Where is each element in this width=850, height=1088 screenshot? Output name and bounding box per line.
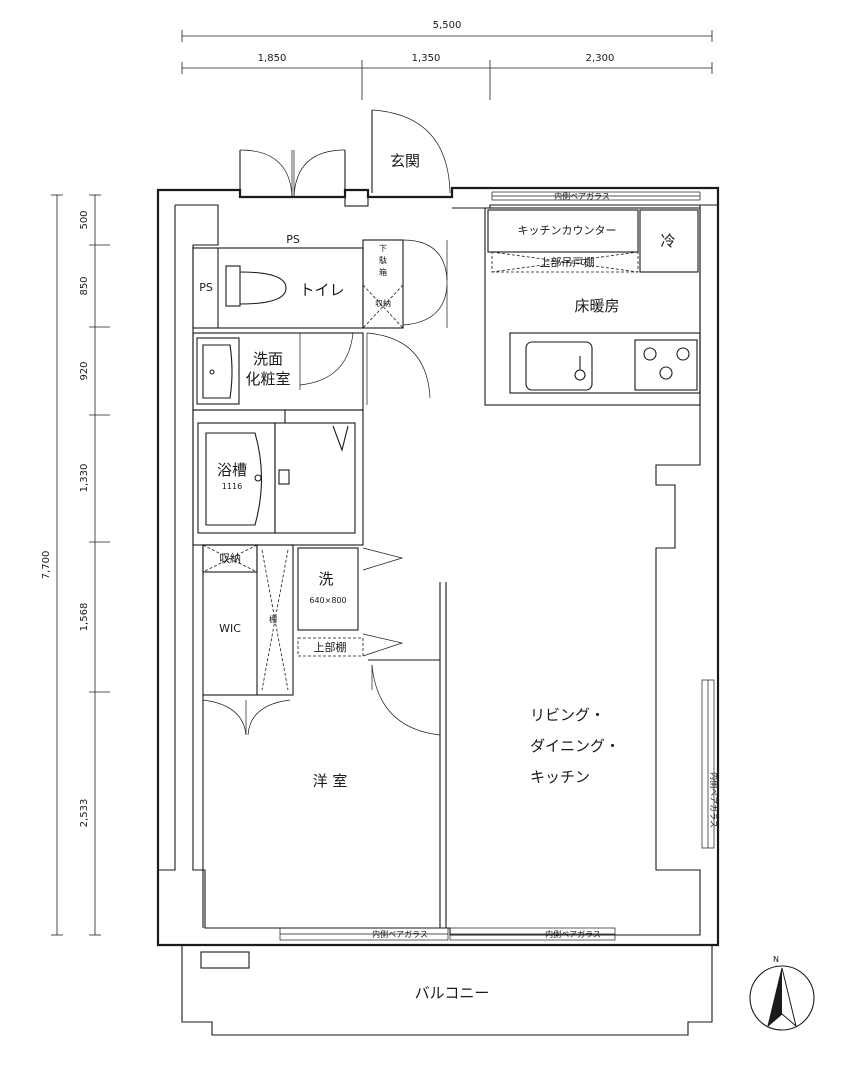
label-ldk-1: リビング・ xyxy=(530,706,605,724)
label-glass-top: 内側ペアガラス xyxy=(554,191,610,201)
dim-left-seg-3: 920 xyxy=(79,361,90,380)
right-window: 内側ペアガラス xyxy=(701,679,719,849)
compass-north-label: N xyxy=(773,955,779,964)
label-upper-shelf: 上部棚 xyxy=(314,640,347,654)
label-shoebox-1: 下 xyxy=(379,244,387,253)
toilet-area: PS PS トイレ 下 駄 箱 収納 xyxy=(192,233,448,329)
label-shoebox-2: 駄 xyxy=(379,255,387,265)
dim-top-seg-1: 1,850 xyxy=(258,53,287,64)
compass-icon: N xyxy=(749,955,815,1031)
dim-top-seg-2: 1,350 xyxy=(412,53,441,64)
label-ldk-2: ダイニング・ xyxy=(530,737,620,755)
label-ps-left: PS xyxy=(199,281,213,294)
dim-left-seg-1: 500 xyxy=(79,210,90,229)
label-ldk-3: キッチン xyxy=(530,768,590,786)
washroom-area: 洗面 化粧室 xyxy=(192,332,431,411)
dim-left-seg-6: 2,533 xyxy=(79,799,90,828)
label-glass-bottom-right: 内側ペアガラス xyxy=(545,929,601,939)
kitchen-area: キッチンカウンター 冷 上部吊戸棚 床暖房 xyxy=(484,207,701,406)
label-toilet: トイレ xyxy=(299,281,344,299)
dim-left-seg-2: 850 xyxy=(79,276,90,295)
label-glass-bottom-left: 内側ペアガラス xyxy=(372,929,428,939)
label-entrance: 玄関 xyxy=(390,152,420,170)
western-room: 洋 室 xyxy=(202,582,447,928)
label-shelf: 棚 xyxy=(269,614,277,624)
bath-area: 浴槽 1116 xyxy=(192,409,364,546)
label-bath-size: 1116 xyxy=(222,482,242,491)
balcony: バルコニー xyxy=(181,945,713,1036)
stove-icon xyxy=(643,347,690,380)
label-wic: WIC xyxy=(219,622,241,635)
label-glass-right: 内側ペアガラス xyxy=(709,772,719,828)
dim-left-total: 7,700 xyxy=(41,551,52,580)
dim-top-seg-3: 2,300 xyxy=(586,53,615,64)
label-refrigerator: 冷 xyxy=(660,232,675,250)
label-western-room: 洋 室 xyxy=(313,772,348,790)
dim-left-seg-5: 1,568 xyxy=(79,603,90,632)
label-storage-wic: 収納 xyxy=(219,552,241,565)
label-washroom-1: 洗面 xyxy=(253,350,283,368)
label-storage-small: 収納 xyxy=(375,298,391,308)
label-ps-top: PS xyxy=(286,233,300,246)
label-kitchen-counter: キッチンカウンター xyxy=(518,224,617,237)
label-washroom-2: 化粧室 xyxy=(245,370,290,388)
label-shoebox-3: 箱 xyxy=(379,267,387,277)
toilet-icon xyxy=(225,265,287,307)
label-floor-heating: 床暖房 xyxy=(574,297,619,315)
label-bath: 浴槽 xyxy=(217,461,247,479)
left-dimensions: 7,700 500 850 920 1,330 1,568 2,533 xyxy=(41,194,110,936)
ldk-area: リビング・ ダイニング・ キッチン xyxy=(530,706,620,786)
wic-laundry-area: 収納 WIC 棚 洗 640×800 上部棚 xyxy=(202,544,404,736)
dim-top-total: 5,500 xyxy=(433,20,462,31)
label-balcony: バルコニー xyxy=(415,984,490,1002)
top-openings: 玄関 内側ペアガラス xyxy=(239,109,701,201)
label-laundry: 洗 xyxy=(318,570,333,588)
label-upper-cabinet: 上部吊戸棚 xyxy=(540,255,595,269)
label-laundry-size: 640×800 xyxy=(309,596,346,605)
dim-left-seg-4: 1,330 xyxy=(79,464,90,493)
bottom-windows: 内側ペアガラス 内側ペアガラス xyxy=(279,927,616,941)
top-dimensions: 5,500 1,850 1,350 2,300 xyxy=(181,20,713,100)
exterior-walls xyxy=(156,186,720,947)
